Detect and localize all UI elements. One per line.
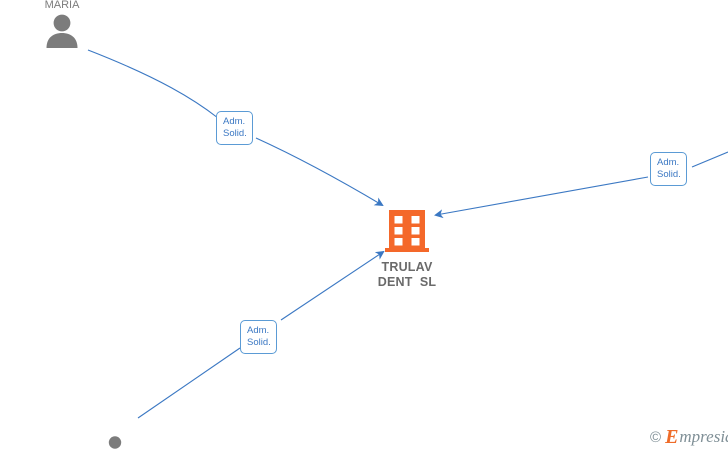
edge-label-line1: Adm. (223, 116, 246, 127)
edge-line-right (434, 176, 649, 219)
brand-name: mpresia (679, 427, 728, 446)
person-node-top-left[interactable]: MARIA (42, 0, 82, 48)
company-name-line1: TRULAV (381, 260, 433, 274)
building-icon (385, 210, 429, 252)
company-name-line2: DENT SL (377, 275, 437, 289)
copyright-icon: © (650, 428, 662, 446)
edge-line-bottom-left (137, 347, 241, 419)
edge-label-line2: Solid. (223, 128, 247, 139)
edge-line-right-b (691, 151, 728, 168)
edge-label-bottom-left[interactable]: Adm. Solid. (240, 320, 277, 354)
edge-line-top-left (87, 49, 219, 119)
person-icon (46, 14, 78, 48)
edge-label-right[interactable]: Adm. Solid. (650, 152, 687, 186)
person-icon (108, 436, 122, 449)
person-node-label: MARIA (44, 0, 80, 11)
edge-label-line1: Adm. (657, 157, 680, 168)
edge-label-line2: Solid. (657, 169, 681, 180)
edge-label-line2: Solid. (247, 337, 271, 348)
edge-line-bottom-left-b (280, 250, 385, 321)
person-node-bottom-left[interactable] (104, 436, 126, 450)
edge-label-line1: Adm. (247, 325, 270, 336)
empresia-watermark: © E mpresia (650, 426, 728, 448)
edge-line-top-left-b (255, 137, 384, 207)
brand-initial: E (665, 426, 679, 448)
edge-label-top-left[interactable]: Adm. Solid. (216, 111, 253, 145)
company-node-trulav-dent-sl[interactable]: TRULAV DENT SL (357, 208, 457, 289)
